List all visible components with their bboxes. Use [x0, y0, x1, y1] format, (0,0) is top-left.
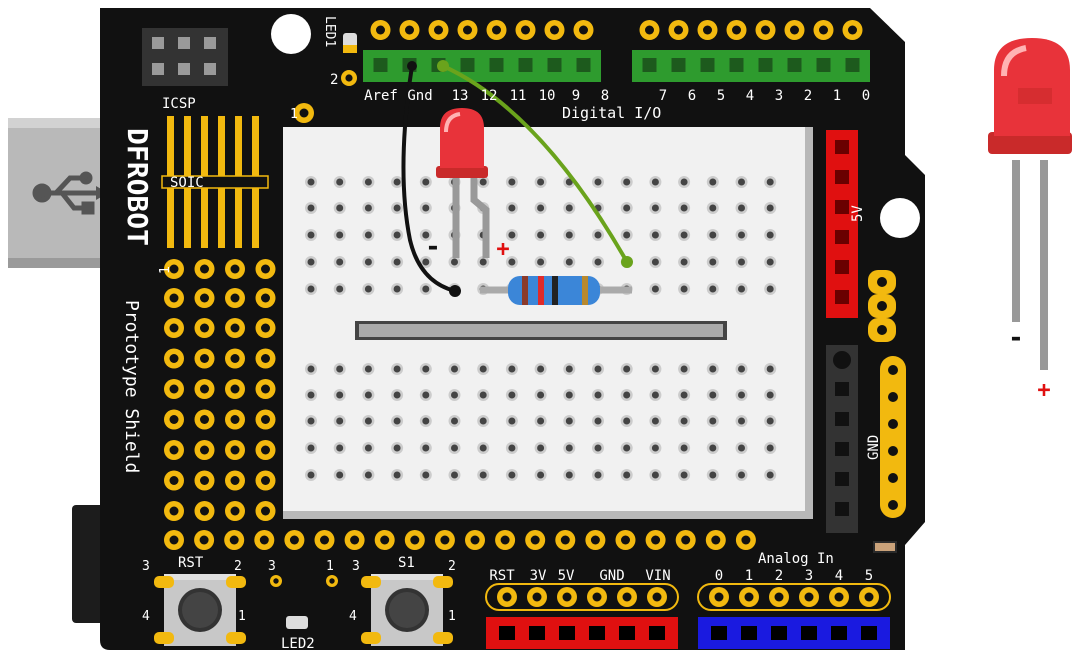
- digital-pin-label: 12: [481, 88, 498, 104]
- digital-pin-label: 3: [775, 88, 783, 104]
- digital-pin-label: 5: [717, 88, 725, 104]
- label-text: 4: [349, 609, 357, 624]
- digital-pin-label: 7: [659, 88, 667, 104]
- label-text: 2: [330, 72, 338, 88]
- digital-pin-label: 0: [862, 88, 870, 104]
- digital-pin-label: 10: [539, 88, 556, 104]
- led-plus-sign: +: [496, 237, 509, 262]
- digital-pin-label: Gnd: [407, 88, 432, 104]
- label-text: 2: [234, 559, 242, 574]
- board-name: Prototype Shield: [121, 300, 142, 473]
- label-text: 1: [238, 609, 246, 624]
- label-text: 1: [158, 266, 173, 274]
- breadboard: [283, 127, 813, 519]
- digital-pin-label: 9: [572, 88, 580, 104]
- label-text: 1: [326, 559, 334, 574]
- standalone-led-minus: -: [1008, 323, 1024, 353]
- digital-pin-label: 2: [804, 88, 812, 104]
- soic-label: SOIC: [170, 175, 204, 191]
- digital-pin-label: 1: [833, 88, 841, 104]
- reset-button[interactable]: [154, 574, 246, 646]
- analog-pin-label: 5: [865, 568, 873, 584]
- led1-label: LED1: [322, 16, 337, 47]
- 5v-label: 5V: [850, 205, 866, 222]
- black-wire: [401, 65, 456, 293]
- labels: DFROBOT Prototype Shield ICSP SOIC LED1 2LED2…: [121, 16, 1051, 652]
- digital-pin-label: 6: [688, 88, 696, 104]
- power-pin-label: GND: [599, 568, 624, 584]
- digital-io-label: Digital I/O: [562, 104, 661, 122]
- analog-pin-label: 2: [775, 568, 783, 584]
- s1-button[interactable]: [361, 574, 453, 646]
- power-pin-label: RST: [489, 568, 515, 584]
- digital-pin-label: 11: [510, 88, 527, 104]
- s1-label: S1: [398, 555, 415, 571]
- smd-resistor: [873, 541, 897, 553]
- 5v-header: [826, 130, 896, 342]
- gnd-label: GND: [866, 435, 882, 460]
- green-wire: [442, 64, 629, 263]
- digital-pin-label: 4: [746, 88, 754, 104]
- analog-pin-label: 1: [745, 568, 753, 584]
- resistor: [480, 276, 632, 305]
- brand-logo: DFROBOT: [121, 128, 154, 246]
- proto-pad-grid: [164, 70, 756, 587]
- power-pin-label: VIN: [645, 568, 670, 584]
- gold-pad-strip: [880, 356, 906, 518]
- analog-pin-label: 3: [805, 568, 813, 584]
- icsp-label: ICSP: [162, 96, 196, 112]
- led2-label: LED2: [281, 636, 315, 652]
- analog-in-label: Analog In: [758, 551, 834, 567]
- digital-pin-label: Aref: [364, 88, 398, 104]
- led2-indicator: [286, 616, 308, 629]
- gnd-header: [826, 345, 858, 533]
- analog-pin-label: 4: [835, 568, 843, 584]
- label-text: 3: [352, 559, 360, 574]
- usb-icon: [32, 171, 108, 215]
- rst-label: RST: [178, 555, 204, 571]
- breadboard-led: [436, 108, 490, 258]
- mounting-hole: [271, 14, 311, 54]
- analog-pin-label: 0: [715, 568, 723, 584]
- label-text: 4: [142, 609, 150, 624]
- led-minus-sign: -: [425, 232, 441, 262]
- led1-indicator: [343, 33, 357, 53]
- analog-header: [697, 583, 891, 649]
- label-text: 1: [448, 609, 456, 624]
- mounting-hole: [880, 198, 920, 238]
- power-pin-label: 3V: [530, 568, 547, 584]
- icsp-header: [142, 28, 228, 86]
- digital-pin-label: 13: [452, 88, 469, 104]
- standalone-led: [988, 38, 1072, 370]
- power-pin-label: 5V: [558, 568, 575, 584]
- soic-footprint: [161, 116, 269, 248]
- digital-header-right: [632, 20, 870, 82]
- label-text: 2: [448, 559, 456, 574]
- label-text: 3: [268, 559, 276, 574]
- standalone-led-plus: +: [1037, 378, 1050, 403]
- power-header: [485, 583, 679, 649]
- label-text: 1: [290, 107, 298, 122]
- digital-pin-label: 8: [601, 88, 609, 104]
- label-text: 3: [142, 559, 150, 574]
